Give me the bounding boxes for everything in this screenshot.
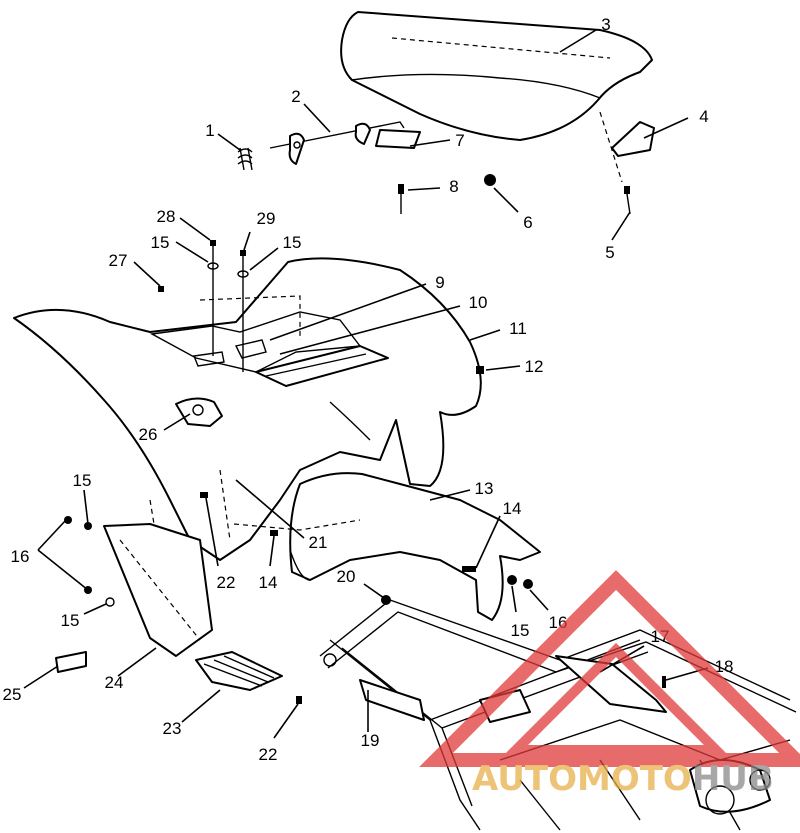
callout-14-right: 14 bbox=[503, 499, 522, 518]
callout-1: 1 bbox=[205, 121, 214, 140]
callout-13: 13 bbox=[475, 479, 494, 498]
latch-bracket bbox=[375, 129, 421, 149]
callout-15-top-left: 15 bbox=[151, 233, 170, 252]
callout-12: 12 bbox=[525, 357, 544, 376]
seat-bracket-guide bbox=[599, 111, 623, 183]
mount-plate bbox=[55, 651, 87, 673]
callout-24: 24 bbox=[105, 673, 124, 692]
spring bbox=[237, 147, 253, 171]
callout-10: 10 bbox=[469, 293, 488, 312]
callout-27: 27 bbox=[109, 251, 128, 270]
callout-11: 11 bbox=[509, 319, 527, 338]
hardware bbox=[64, 174, 666, 704]
callouts: 1 2 3 4 5 6 7 8 9 10 11 12 13 14 14 15 1… bbox=[3, 15, 734, 764]
callout-15-top-right: 15 bbox=[283, 233, 302, 252]
callout-22-lower: 22 bbox=[259, 745, 278, 764]
callout-19: 19 bbox=[361, 731, 380, 750]
watermark-text: AUTOMOTOHUB bbox=[472, 759, 774, 799]
mud-flap bbox=[103, 523, 213, 657]
callout-7: 7 bbox=[455, 131, 464, 150]
callout-29: 29 bbox=[257, 209, 276, 228]
fender-extension bbox=[233, 472, 541, 621]
callout-15-right: 15 bbox=[511, 621, 530, 640]
callout-28: 28 bbox=[157, 207, 176, 226]
latch-rod bbox=[269, 121, 405, 165]
callout-4: 4 bbox=[699, 107, 708, 126]
callout-16-left: 16 bbox=[11, 547, 30, 566]
callout-5: 5 bbox=[605, 243, 614, 262]
callout-26: 26 bbox=[139, 425, 158, 444]
callout-2: 2 bbox=[291, 87, 300, 106]
callout-20: 20 bbox=[337, 567, 356, 586]
callout-14-left: 14 bbox=[259, 573, 278, 592]
leader-lines bbox=[23, 29, 709, 739]
callout-18: 18 bbox=[715, 657, 734, 676]
callout-8: 8 bbox=[449, 177, 458, 196]
watermark: AUTOMOTOHUB bbox=[419, 570, 800, 799]
callout-22-upper: 22 bbox=[217, 573, 236, 592]
callout-23: 23 bbox=[163, 719, 182, 738]
callout-9: 9 bbox=[435, 273, 444, 292]
watermark-logo-icon bbox=[419, 570, 800, 767]
seat-bracket bbox=[611, 121, 655, 157]
latch-knob bbox=[192, 404, 204, 416]
callout-3: 3 bbox=[601, 15, 610, 34]
fender-latch bbox=[175, 397, 223, 427]
callout-25: 25 bbox=[3, 685, 22, 704]
footrest bbox=[195, 651, 283, 691]
callout-15-mid-left: 15 bbox=[73, 471, 92, 490]
callout-21: 21 bbox=[309, 533, 328, 552]
callout-6: 6 bbox=[523, 213, 532, 232]
callout-15-low-left: 15 bbox=[61, 611, 80, 630]
watermark-inner-icon bbox=[503, 642, 729, 755]
frame bbox=[319, 599, 797, 831]
